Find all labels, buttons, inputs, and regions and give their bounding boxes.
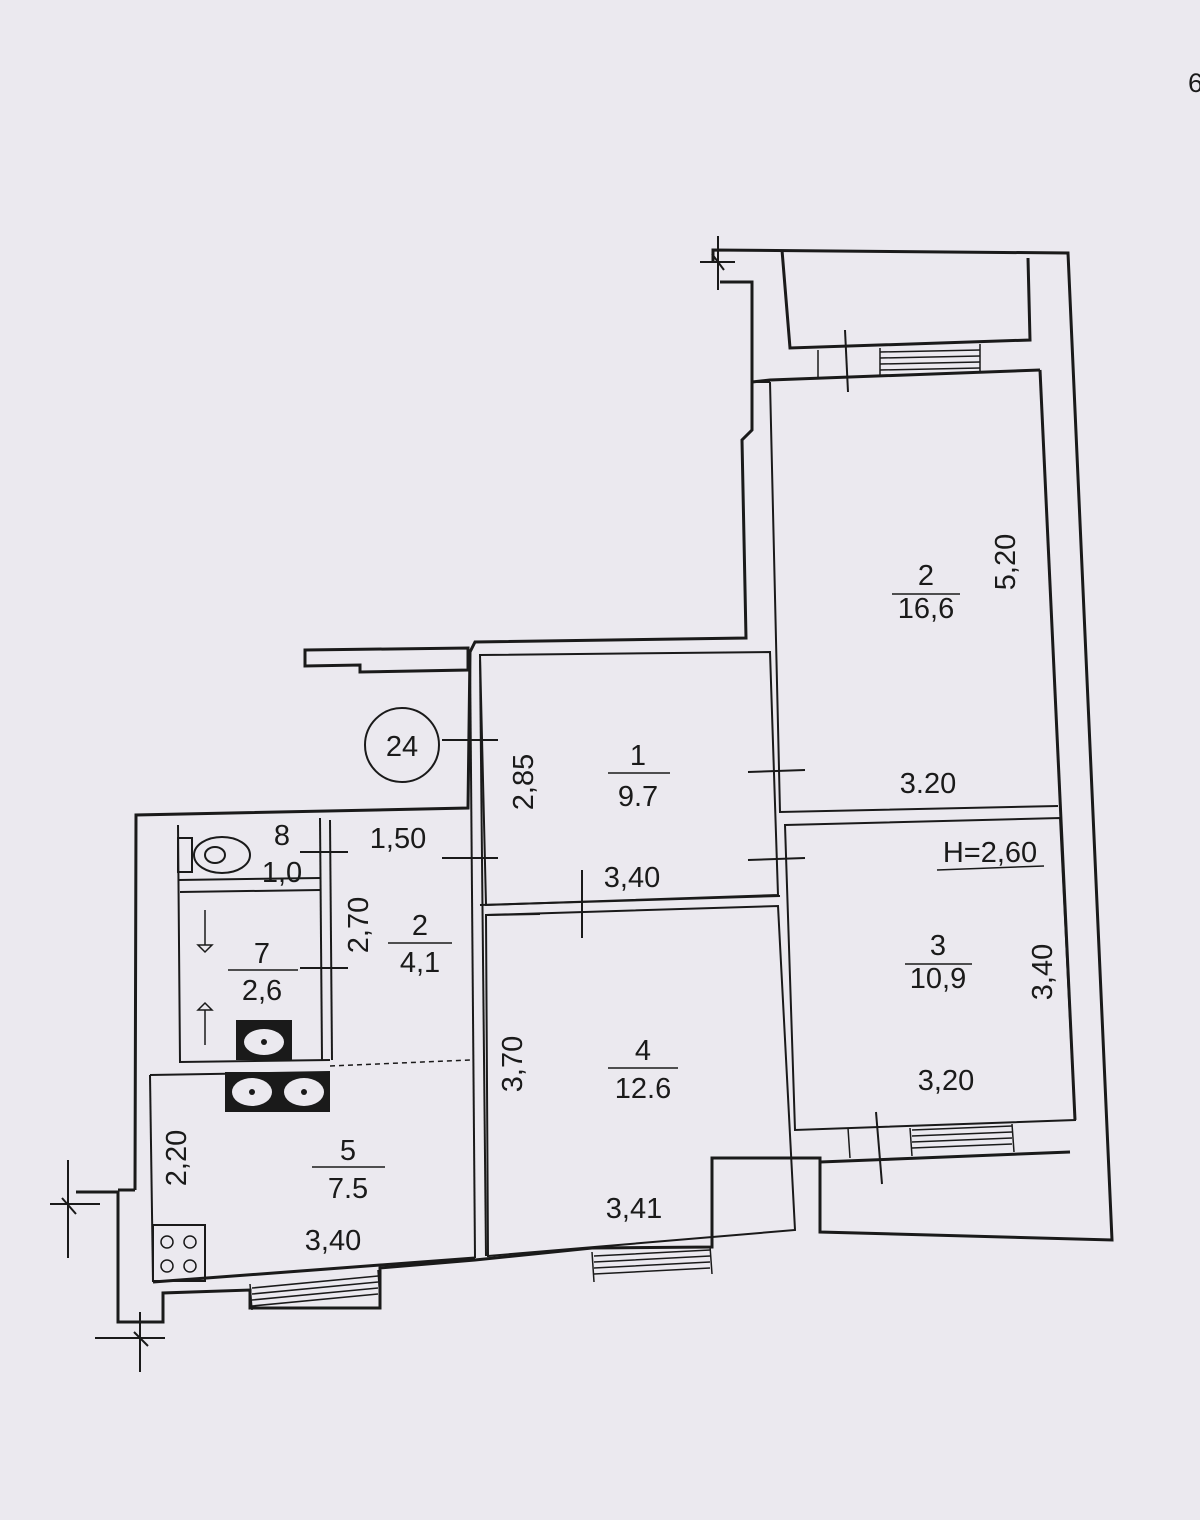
- svg-text:4,1: 4,1: [400, 947, 440, 979]
- bathroom-sink-icon: [236, 1020, 292, 1060]
- window-top: [817, 344, 981, 378]
- svg-text:7.5: 7.5: [328, 1173, 368, 1205]
- dim-room1-depth: 2,85: [508, 754, 540, 810]
- room-label-1: 1 9.7: [608, 740, 670, 813]
- windows: [249, 344, 1015, 1311]
- interior-walls: [149, 381, 1077, 1283]
- room-label-3: 3 10,9: [905, 930, 972, 995]
- dim-room2-depth: 5,20: [990, 534, 1022, 590]
- bathtub-tap-icon: [196, 910, 214, 1045]
- corner-mark: 6: [1188, 68, 1200, 98]
- svg-text:1: 1: [630, 740, 646, 772]
- svg-text:5: 5: [340, 1135, 356, 1167]
- svg-text:9.7: 9.7: [618, 781, 658, 813]
- dim-room2-width: 3.20: [900, 768, 956, 800]
- dim-room3-width: 3,20: [918, 1065, 974, 1097]
- dim-room1-width: 3,40: [604, 862, 660, 894]
- dimension-labels: 5,20 3.20 2,85 3,40 H=2,60 3,40 3,20 3,7…: [161, 534, 1059, 1257]
- dim-hall-depth: 2,70: [343, 897, 375, 953]
- kitchen-sink-icon: [225, 1072, 330, 1112]
- svg-text:2: 2: [918, 560, 934, 592]
- room-label-2-large: 2 16,6: [892, 560, 960, 625]
- svg-text:2,6: 2,6: [242, 975, 282, 1007]
- apartment-number: 24: [364, 707, 440, 783]
- toilet-icon: [177, 836, 251, 874]
- svg-text:24: 24: [386, 731, 418, 763]
- dim-room4-depth: 3,70: [497, 1036, 529, 1092]
- fixtures: [152, 836, 330, 1282]
- room-label-hall-2: 2 4,1: [388, 910, 452, 979]
- dim-room3-depth: 3,40: [1027, 944, 1059, 1000]
- svg-text:8: 8: [274, 820, 290, 852]
- room-label-7: 7 2,6: [228, 938, 298, 1007]
- window-room3: [847, 1123, 1015, 1159]
- svg-text:10,9: 10,9: [910, 963, 966, 995]
- dim-room5-width: 3,40: [305, 1225, 361, 1257]
- stove-icon: [152, 1224, 206, 1282]
- svg-text:1,0: 1,0: [262, 857, 302, 889]
- room-label-8: 8 1,0: [262, 820, 302, 889]
- svg-text:2: 2: [412, 910, 428, 942]
- svg-text:7: 7: [254, 938, 270, 970]
- dim-room5-depth: 2,20: [161, 1130, 193, 1186]
- dim-room4-width: 3,41: [606, 1193, 662, 1225]
- window-room4: [591, 1245, 713, 1283]
- window-kitchen: [249, 1269, 381, 1311]
- svg-text:4: 4: [635, 1035, 651, 1067]
- room-labels: 1 9.7 2 16,6 3 10,9 4 12.6 5 7.5: [228, 560, 972, 1205]
- svg-text:16,6: 16,6: [898, 593, 954, 625]
- dim-hall-width: 1,50: [370, 823, 426, 855]
- ceiling-height: H=2,60: [943, 837, 1037, 869]
- svg-text:3: 3: [930, 930, 946, 962]
- outer-walls: [76, 248, 1114, 1324]
- svg-text:12.6: 12.6: [615, 1073, 671, 1105]
- room-label-4: 4 12.6: [608, 1035, 678, 1105]
- door-marks: [50, 236, 883, 1372]
- room-label-5: 5 7.5: [312, 1135, 385, 1205]
